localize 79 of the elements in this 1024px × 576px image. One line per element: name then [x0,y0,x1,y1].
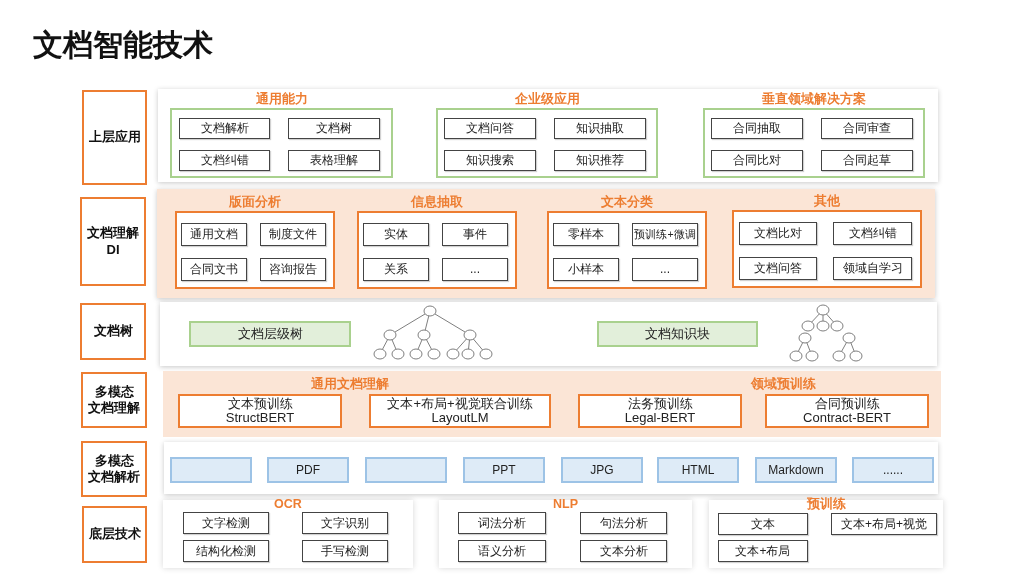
format-box: Markdown [755,457,837,483]
item-box: ... [442,258,508,281]
group-heading: 企业级应用 [514,91,580,107]
layer-band [163,371,941,437]
model-box: 法务预训练 Legal-BERT [578,394,742,428]
item-box: 文档问答 [739,257,817,280]
item-box: 合同起草 [821,150,913,171]
item-box: 文档纠错 [833,222,912,245]
item-box: 咨询报告 [260,258,326,281]
layer-label: 上层应用 [82,90,147,185]
group-heading: 信息抽取 [411,194,463,210]
group-heading: 其他 [814,193,840,209]
format-box: PPT [463,457,545,483]
model-box: 文本+布局+视觉联合训练 LayoutLM [369,394,551,428]
item-box: 实体 [363,223,429,246]
item-box: 关系 [363,258,429,281]
item-box: 手写检测 [302,540,388,562]
item-box: 知识抽取 [554,118,646,139]
layer-band [158,89,938,182]
item-box: ... [632,258,698,281]
format-box [170,457,252,483]
item-box: 合同抽取 [711,118,803,139]
item-box: 通用文档 [181,223,247,246]
group-heading: 文本分类 [601,194,653,210]
layer-label: 多模态文档解析 [81,441,147,497]
layer-label: 底层技术 [82,506,147,563]
item-box: 合同比对 [711,150,803,171]
item-box: 句法分析 [580,512,667,534]
item-box: 领域自学习 [833,257,912,280]
item-box: 预训练+微调 [632,223,698,246]
item-box: 文字检测 [183,512,269,534]
title: 文档智能技术 [33,27,213,63]
item-box: 文本分析 [580,540,667,562]
group-heading: OCR [274,496,302,512]
layer-band [157,189,935,298]
item-box: 文档问答 [444,118,536,139]
item-box: 文档层级树 [189,321,351,347]
model-box: 文本预训练 StructBERT [178,394,342,428]
group-heading: 预训练 [806,496,846,512]
group-heading: 版面分析 [229,194,281,210]
format-box: HTML [657,457,739,483]
item-box: 事件 [442,223,508,246]
item-box: 表格理解 [288,150,380,171]
item-box: 语义分析 [458,540,546,562]
item-box: 制度文件 [260,223,326,246]
item-box: 文字识别 [302,512,388,534]
item-box: 文档树 [288,118,380,139]
item-box: 文档纠错 [179,150,270,171]
group-heading: NLP [553,496,578,512]
model-box: 合同预训练 Contract-BERT [765,394,929,428]
item-box: 文本+布局 [718,540,808,562]
layer-label: 多模态文档理解 [81,372,147,428]
item-box: 零样本 [553,223,619,246]
item-box: 文档知识块 [597,321,758,347]
format-box: JPG [561,457,643,483]
item-box: 小样本 [553,258,619,281]
item-box: 文档比对 [739,222,817,245]
item-box: 合同审查 [821,118,913,139]
layer-band [164,442,938,494]
item-box: 知识搜索 [444,150,536,171]
group-heading: 领域预训练 [750,376,816,392]
layer-band [160,302,937,366]
group-heading: 通用文档理解 [311,376,389,392]
format-box: PDF [267,457,349,483]
item-box: 结构化检测 [183,540,269,562]
item-box: 词法分析 [458,512,546,534]
item-box: 文档解析 [179,118,270,139]
format-box: ...... [852,457,934,483]
group-heading: 通用能力 [255,91,308,107]
group-panel [439,500,692,568]
item-box: 文本+布局+视觉 [831,513,937,535]
group-panel [163,500,413,568]
item-box: 知识推荐 [554,150,646,171]
layer-label: 文档树 [80,303,146,360]
format-box [365,457,447,483]
item-box: 文本 [718,513,808,535]
group-heading: 垂直领域解决方案 [762,91,866,107]
layer-label: 文档理解 DI [80,197,146,286]
item-box: 合同文书 [181,258,247,281]
